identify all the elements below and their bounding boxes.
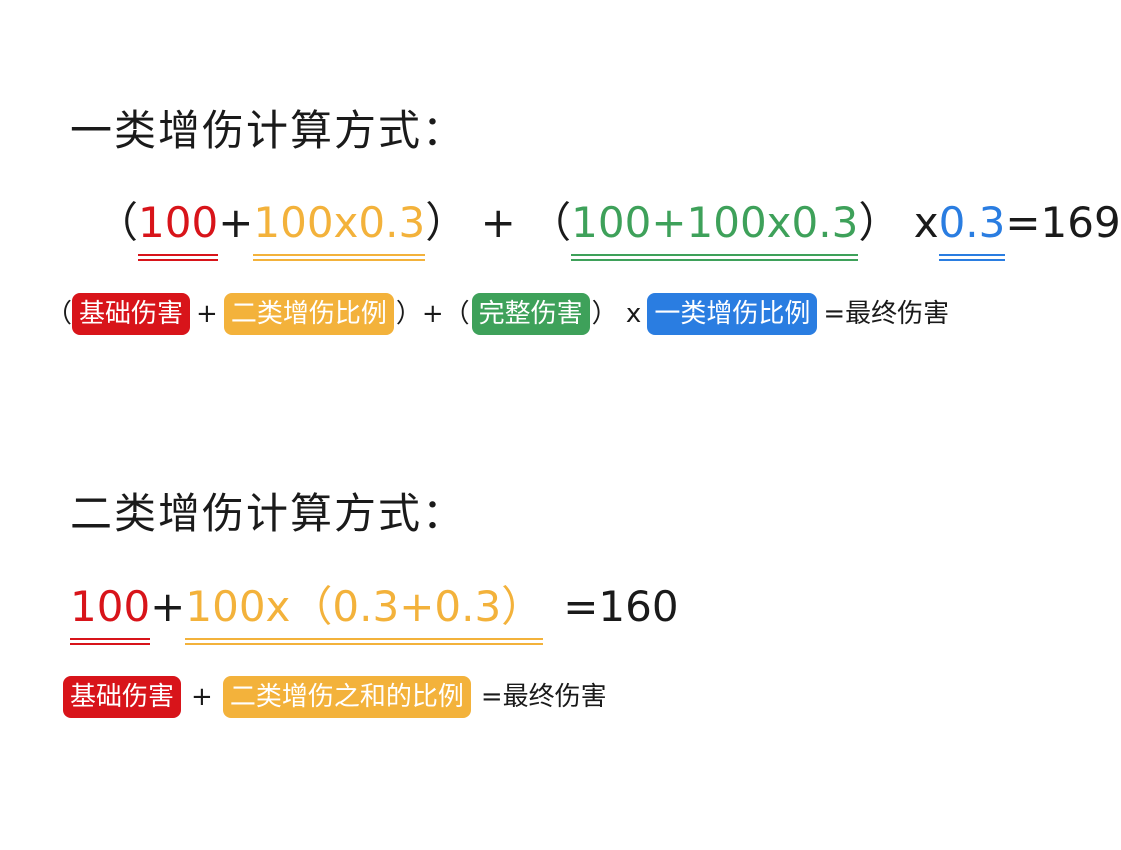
formula2-secondary-term: 100x（0.3+0.3） [185, 582, 544, 645]
legend1-result: =最终伤害 [823, 299, 950, 329]
legend1-plus: + [196, 299, 218, 329]
formula1-secondary-term: 100x0.3 [253, 198, 426, 261]
formula2-result: =160 [563, 582, 679, 631]
formula1-ratio-underline [938, 254, 1006, 262]
formula2-secondary-underline [185, 638, 543, 646]
formula1-full-value: 100+100x0.3 [571, 198, 859, 247]
legend2-secondary-sum-ratio-pill: 二类增伤之和的比例 [222, 676, 471, 718]
formula1-ratio-term: 0.3 [938, 198, 1006, 261]
formula1-paren-open-2: （ [529, 198, 572, 247]
legend1-paren-open: （ [46, 299, 73, 329]
formula2-secondary-value: 100x（0.3+0.3） [185, 582, 544, 631]
legend1-base-damage-pill: 基础伤害 [72, 293, 191, 335]
formula1-secondary-value: 100x0.3 [253, 198, 426, 247]
formula1-base-value: 100 [138, 198, 219, 247]
legend1-paren-close-plus: ）+（ [395, 299, 470, 329]
formula2-base-underline [70, 638, 151, 646]
section2-formula: 100 + 100x（0.3+0.3） =160 [70, 582, 679, 645]
formula1-plus-2: + [467, 198, 530, 247]
formula1-base-term: 100 [138, 198, 219, 261]
formula1-paren-open-1: （ [96, 198, 139, 247]
legend1-primary-ratio-pill: 一类增伤比例 [647, 293, 818, 335]
section2-heading: 二类增伤计算方式： [70, 489, 467, 538]
formula1-base-underline [138, 254, 219, 262]
legend2-base-damage-pill: 基础伤害 [63, 676, 182, 718]
section2-legend: 基础伤害 + 二类增伤之和的比例 =最终伤害 [63, 676, 607, 718]
legend2-plus: + [191, 682, 213, 712]
formula2-base-term: 100 [70, 582, 151, 645]
formula1-times: x [900, 198, 939, 247]
formula1-full-underline [571, 254, 859, 262]
legend1-full-damage-pill: 完整伤害 [471, 293, 590, 335]
section1-legend: （ 基础伤害 + 二类增伤比例 ）+（ 完整伤害 ） x 一类增伤比例 =最终伤… [46, 293, 949, 335]
formula2-base-value: 100 [70, 582, 151, 631]
formula1-paren-close-1: ） [425, 198, 468, 247]
legend1-paren-close-times: ） x [591, 299, 642, 329]
formula1-plus-1: + [218, 198, 254, 247]
section1-heading: 一类增伤计算方式： [70, 106, 467, 155]
legend2-result: =最终伤害 [480, 682, 607, 712]
formula1-paren-close-2: ） [858, 198, 901, 247]
formula1-secondary-underline [253, 254, 426, 262]
formula1-full-term: 100+100x0.3 [571, 198, 859, 261]
section1-formula: （ 100 + 100x0.3 ） + （ 100+100x0.3 ） x 0.… [96, 198, 1121, 261]
formula1-result: =169 [1005, 198, 1121, 247]
formula1-ratio-value: 0.3 [938, 198, 1006, 247]
legend1-secondary-ratio-pill: 二类增伤比例 [223, 293, 394, 335]
formula2-plus: + [150, 582, 186, 631]
